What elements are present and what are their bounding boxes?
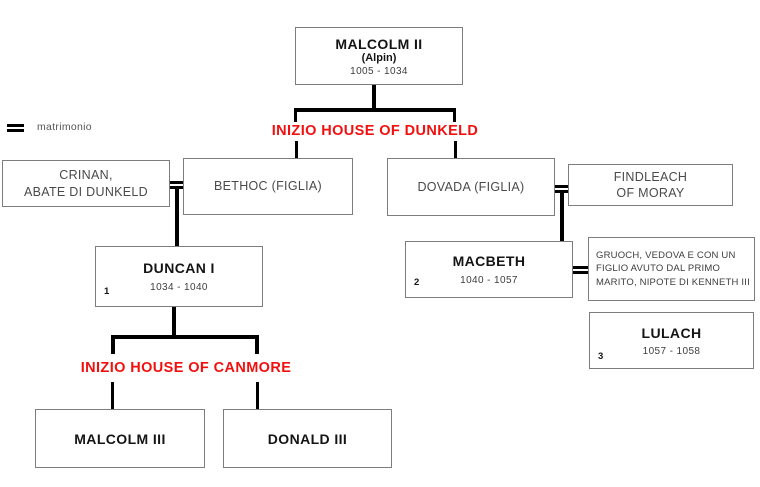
person-dates: 1034 - 1040 xyxy=(150,282,208,293)
node-malcolm-ii: MALCOLM II (Alpin) 1005 - 1034 xyxy=(295,27,463,85)
marriage-crinan-bethoc-icon xyxy=(170,181,183,184)
person-name: OF MORAY xyxy=(616,186,685,200)
person-dates: 1040 - 1057 xyxy=(460,275,518,286)
person-name: LULACH xyxy=(641,324,702,341)
note-text: MARITO, NIPOTE DI KENNETH III xyxy=(596,276,750,288)
marriage-dovada-findleach-icon xyxy=(555,185,568,188)
connector-canmore-drop-left xyxy=(111,337,115,354)
marriage-macbeth-gruoch-icon xyxy=(573,271,588,274)
connector-canmore-bracket xyxy=(111,335,259,339)
succession-number: 3 xyxy=(598,351,604,362)
person-name: MACBETH xyxy=(452,253,526,269)
node-malcolm-iii: MALCOLM III xyxy=(35,409,205,468)
connector-to-malcolm3 xyxy=(111,382,114,409)
house-canmore-label: INIZIO HOUSE OF CANMORE xyxy=(80,360,292,376)
connector-malcolm2-down xyxy=(372,85,376,110)
person-dates: 1005 - 1034 xyxy=(350,65,408,77)
connector-dunkeld-drop-right xyxy=(453,110,456,122)
node-gruoch-note: GRUOCH, VEDOVA E CON UN FIGLIO AVUTO DAL… xyxy=(588,237,755,301)
person-name: DONALD III xyxy=(267,430,348,447)
node-donald-iii: DONALD III xyxy=(223,409,392,468)
node-dovada: DOVADA (FIGLIA) xyxy=(387,158,555,216)
node-bethoc: BETHOC (FIGLIA) xyxy=(183,158,353,215)
person-name: MALCOLM III xyxy=(74,430,166,447)
node-crinan: CRINAN, ABATE DI DUNKELD xyxy=(2,160,170,207)
succession-number: 2 xyxy=(414,277,420,288)
connector-to-dovada xyxy=(454,141,457,158)
marriage-macbeth-gruoch-icon xyxy=(573,266,588,269)
person-name: DUNCAN I xyxy=(143,260,215,276)
node-duncan-i: DUNCAN I 1034 - 1040 1 xyxy=(95,246,263,307)
node-macbeth: MACBETH 1040 - 1057 2 xyxy=(405,241,573,298)
connector-duncan-down xyxy=(172,307,176,337)
person-name: BETHOC (FIGLIA) xyxy=(214,179,322,193)
connector-canmore-drop-right xyxy=(255,337,259,354)
marriage-symbol-icon xyxy=(7,129,24,132)
connector-to-donald3 xyxy=(256,382,259,409)
person-name: DOVADA (FIGLIA) xyxy=(417,179,525,194)
connector-to-bethoc xyxy=(295,141,298,158)
person-dates: 1057 - 1058 xyxy=(642,345,701,357)
legend-marriage-label: matrimonio xyxy=(37,121,92,133)
connector-dunkeld-bracket xyxy=(294,108,456,112)
person-name: MALCOLM II xyxy=(335,35,423,52)
person-name: ABATE DI DUNKELD xyxy=(23,184,149,199)
connector-to-macbeth xyxy=(560,191,564,241)
house-dunkeld-label: INIZIO HOUSE OF DUNKELD xyxy=(271,123,479,139)
marriage-symbol-icon xyxy=(7,124,24,127)
person-name: FINDLEACH xyxy=(613,170,688,184)
node-findleach: FINDLEACH OF MORAY xyxy=(568,164,733,206)
succession-number: 1 xyxy=(104,286,110,297)
note-text: FIGLIO AVUTO DAL PRIMO xyxy=(596,263,721,275)
note-text: GRUOCH, VEDOVA E CON UN xyxy=(596,249,736,261)
node-lulach: LULACH 1057 - 1058 3 xyxy=(589,312,754,369)
connector-to-duncan xyxy=(175,187,179,246)
person-name: CRINAN, xyxy=(59,167,113,182)
person-subtitle: (Alpin) xyxy=(361,51,397,64)
connector-dunkeld-drop-left xyxy=(294,110,297,122)
